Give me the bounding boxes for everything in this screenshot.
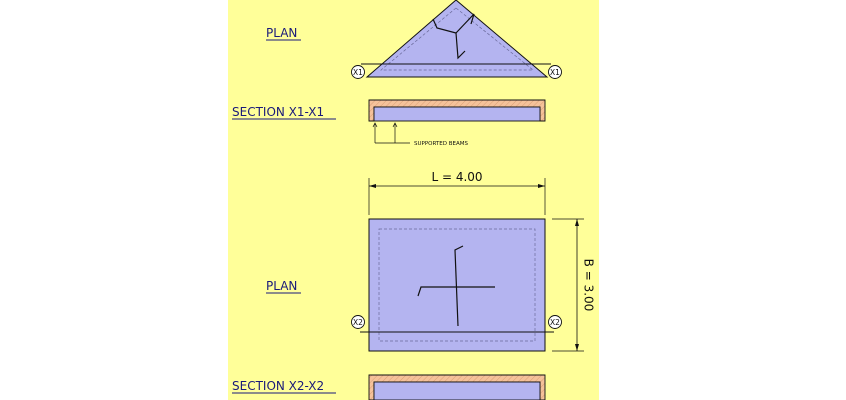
plan-label-top: PLAN [266, 26, 297, 40]
plan-label-bottom: PLAN [266, 279, 297, 293]
section-x1-label: SECTION X1-X1 [232, 105, 324, 119]
x2-left-marker: X2 [351, 315, 365, 329]
supported-beams-note: SUPPORTED BEAMS [414, 141, 468, 147]
x2-right-marker: X2 [548, 315, 562, 329]
section-x2-label: SECTION X2-X2 [232, 379, 324, 393]
x2-left-label: X2 [353, 318, 363, 327]
length-dimension [368, 178, 546, 215]
breadth-dimension [552, 218, 584, 352]
x1-left-label: X1 [353, 68, 363, 77]
rectangle-plan [360, 218, 554, 352]
x1-right-label: X1 [550, 68, 560, 77]
x1-left-marker: X1 [351, 65, 365, 79]
breadth-dimension-label: B = 3.00 [582, 259, 596, 312]
section-x2-drawing [368, 374, 546, 400]
length-dimension-label: L = 4.00 [431, 170, 482, 184]
x1-right-marker: X1 [548, 65, 562, 79]
section-x1-drawing [368, 99, 546, 144]
x2-right-label: X2 [550, 318, 560, 327]
triangle-plan [361, 0, 551, 78]
